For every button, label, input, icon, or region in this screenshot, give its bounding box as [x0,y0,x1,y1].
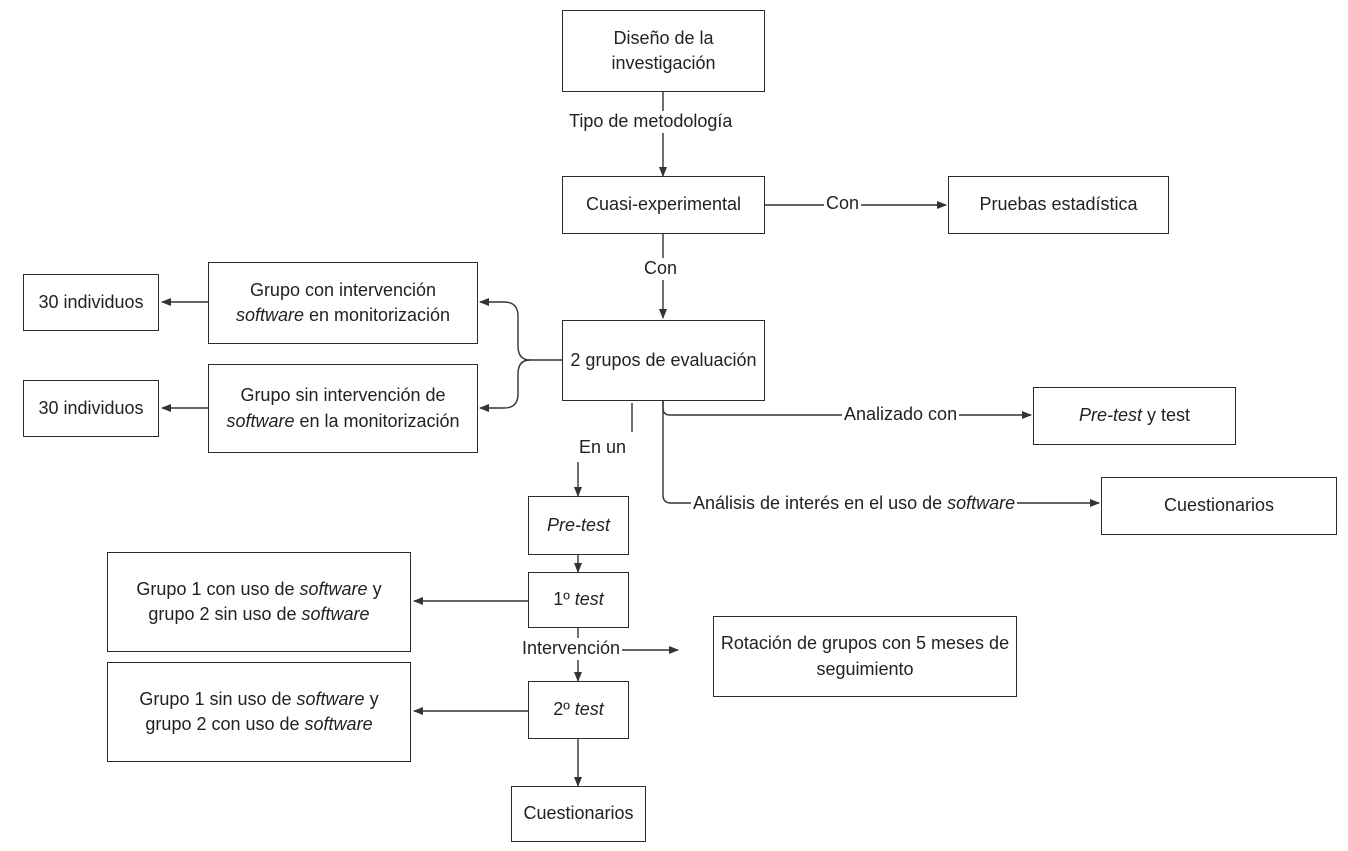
node-indiv-1-label: 30 individuos [38,291,144,312]
node-pruebas: Pruebas estadística [948,176,1169,234]
node-pretest: Pre-test [528,496,629,555]
node-grupo1-sin: Grupo 1 sin uso de software y grupo 2 co… [107,662,411,762]
node-grupo1-con: Grupo 1 con uso de software y grupo 2 si… [107,552,411,652]
edge-label-analizado: Analizado con [842,404,960,426]
edge-label-en-un: En un [577,437,629,459]
node-cuestionarios-right-label: Cuestionarios [1163,495,1275,516]
edge-split-grupo-con [479,298,531,361]
node-pretest-y-test-label: Pre-test y test [1078,405,1191,426]
node-grupos2: 2 grupos de evaluación [562,320,765,401]
node-test2: 2º test [528,681,629,739]
edge-label-intervencion: Intervención [520,638,623,660]
node-cuasi-label: Cuasi-experimental [585,194,742,215]
node-pruebas-label: Pruebas estadística [979,194,1138,215]
edge-split-grupo-sin [479,359,531,412]
node-test1-label: 1º test [553,589,604,610]
node-pretest-y-test: Pre-test y test [1033,387,1236,445]
node-pretest-label: Pre-test [546,514,611,535]
node-diseno: Diseño de la investigación [562,10,765,92]
node-indiv-2-label: 30 individuos [38,397,144,418]
node-grupo-con-label: Grupo con intervención software en monit… [235,279,451,325]
node-rotacion-label: Rotación de grupos con 5 meses de seguim… [720,633,1010,679]
node-indiv-2: 30 individuos [23,380,159,437]
node-cuasi: Cuasi-experimental [562,176,765,234]
node-grupos2-label: 2 grupos de evaluación [570,349,757,370]
node-cuestionarios-right: Cuestionarios [1101,477,1337,535]
node-diseno-label: Diseño de la investigación [611,27,716,73]
node-test1: 1º test [528,572,629,628]
edge-grupos-cuestionarios [662,401,1100,507]
node-grupo1-sin-label: Grupo 1 sin uso de software y grupo 2 co… [139,688,379,734]
edge-label-analisis: Análisis de interés en el uso de softwar… [691,493,1018,515]
node-cuestionarios-bottom-label: Cuestionarios [523,803,634,824]
node-cuestionarios-bottom: Cuestionarios [511,786,646,842]
edge-label-con-down: Con [642,258,680,280]
node-grupo-sin-label: Grupo sin intervención de software en la… [226,385,460,431]
edge-label-con-right: Con [824,193,862,215]
node-test2-label: 2º test [553,699,604,720]
node-grupo-sin: Grupo sin intervención de software en la… [208,364,478,453]
edge-label-tipo: Tipo de metodología [567,111,735,133]
node-rotacion: Rotación de grupos con 5 meses de seguim… [713,616,1017,697]
node-grupo-con: Grupo con intervención software en monit… [208,262,478,344]
node-indiv-1: 30 individuos [23,274,159,331]
node-grupo1-con-label: Grupo 1 con uso de software y grupo 2 si… [136,578,382,624]
